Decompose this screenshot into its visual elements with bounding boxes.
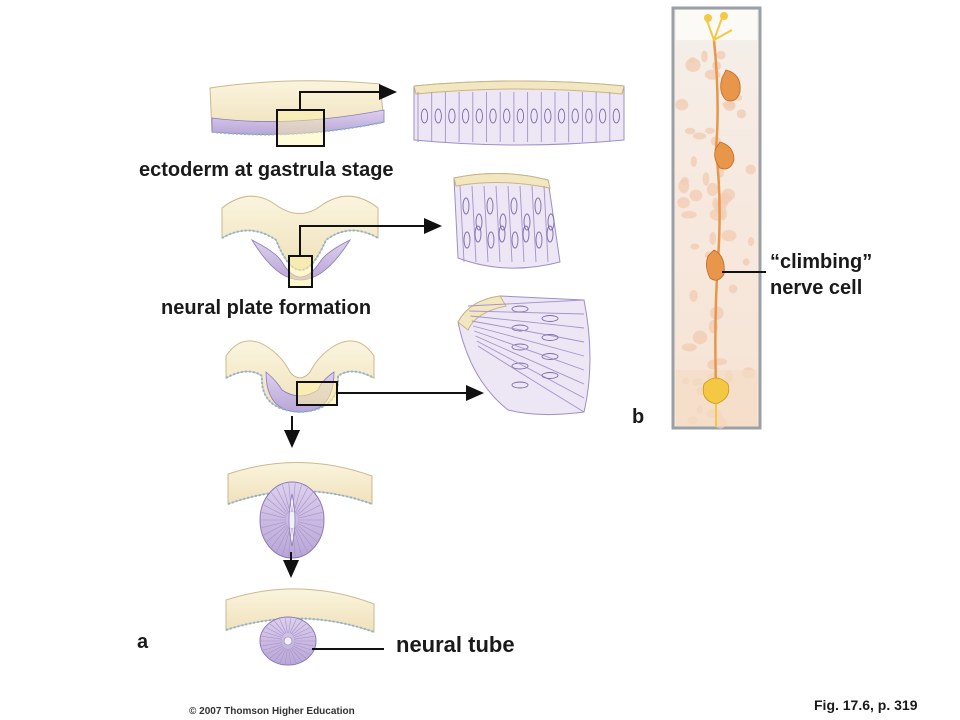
climbing-neuron — [702, 12, 741, 426]
stage1-cell-block — [413, 80, 625, 146]
stage3-cell-fan — [457, 295, 591, 416]
stage1-pointer-arrow — [299, 84, 397, 110]
stage4-closing-tube — [227, 461, 373, 559]
panel-label-b: b — [632, 406, 645, 428]
stage2-pointer-arrow — [299, 218, 442, 256]
stage5-neural-tube — [225, 588, 375, 666]
label-climbing-line2: nerve cell — [770, 277, 863, 299]
figure-reference: Fig. 17.6, p. 319 — [814, 697, 918, 713]
copyright-credit: © 2007 Thomson Higher Education — [189, 706, 355, 717]
label-ectoderm-gastrula: ectoderm at gastrula stage — [139, 159, 394, 181]
label-climbing-line1: “climbing” — [770, 251, 873, 273]
stage2-cell-block — [453, 173, 561, 269]
stage1-ectoderm-sheet — [209, 80, 385, 136]
label-neural-tube: neural tube — [396, 632, 515, 657]
stage3-highlight-box — [296, 381, 338, 406]
panel-label-a: a — [137, 631, 149, 653]
label-neural-plate-formation: neural plate formation — [161, 297, 372, 319]
label-climbing-nerve-cell: “climbing” nerve cell — [770, 249, 872, 301]
stage2-highlight-box — [288, 255, 313, 288]
stage1-highlight-box — [276, 109, 325, 147]
